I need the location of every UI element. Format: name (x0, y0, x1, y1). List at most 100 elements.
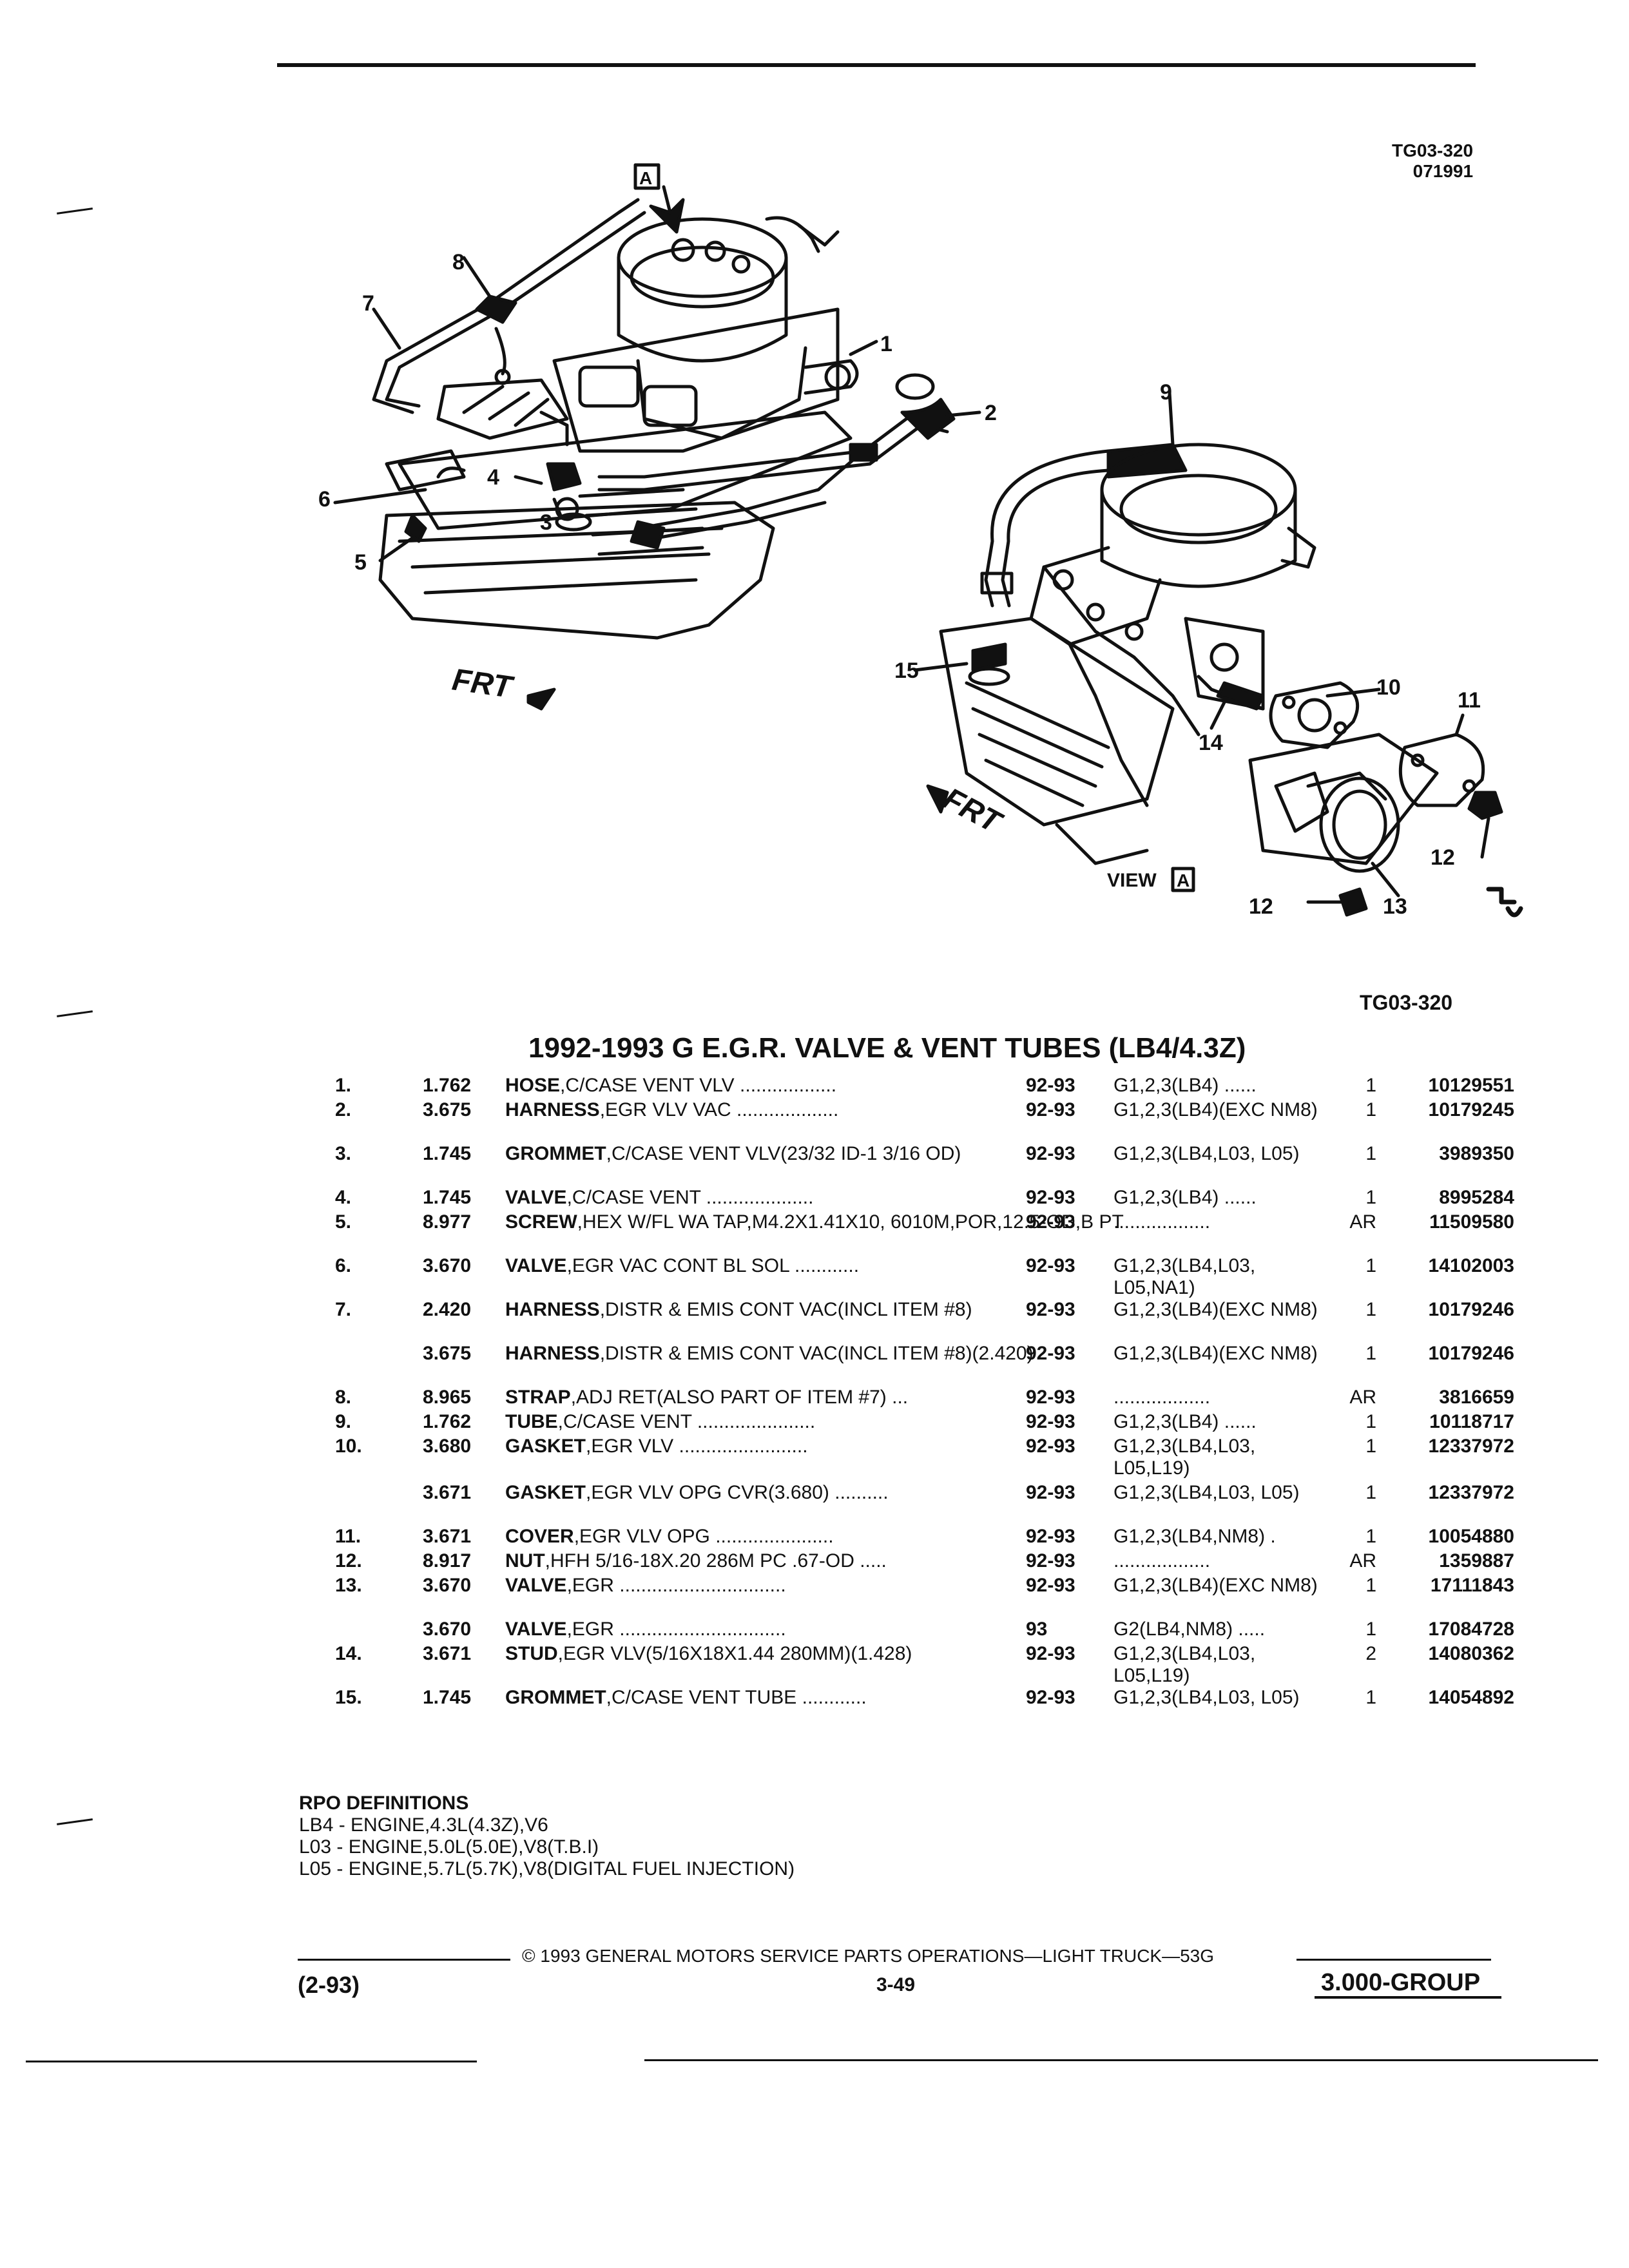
application: G1,2,3(LB4)(EXC NM8) (1113, 1343, 1318, 1364)
item-number: 11. (335, 1526, 361, 1547)
quantity: 1 (1365, 1343, 1376, 1364)
part-description: VALVE,C/CASE VENT .................... (505, 1187, 1156, 1209)
part-description: VALVE,EGR ..............................… (505, 1619, 1156, 1640)
model-years: 92-93 (1026, 1099, 1075, 1120)
item-number: 5. (335, 1211, 352, 1233)
rpo-definitions: RPO DEFINITIONS LB4 - ENGINE,4.3L(4.3Z),… (299, 1792, 795, 1880)
callout-15: 15 (894, 658, 919, 683)
exploded-view-illustration: 8 7 1 2 4 6 3 5 9 15 10 11 14 12 12 13 F… (318, 163, 1523, 919)
part-description: COVER,EGR VLV OPG ...................... (505, 1526, 1156, 1548)
quantity: 1 (1365, 1075, 1376, 1096)
part-number: 17111843 (1430, 1575, 1514, 1596)
part-description: GROMMET,C/CASE VENT TUBE ............ (505, 1687, 1156, 1709)
leader-dots: .......... (829, 1482, 889, 1503)
top-rule (277, 63, 1476, 67)
part-name: COVER (505, 1526, 574, 1547)
application: G1,2,3(LB4) ...... (1113, 1187, 1257, 1208)
group-number: 1.762 (423, 1411, 472, 1432)
application: G1,2,3(LB4,NM8) . (1113, 1526, 1276, 1547)
part-number: 1359887 (1439, 1550, 1514, 1571)
application: .................. (1113, 1550, 1211, 1571)
table-row: 15. 1.745 GROMMET,C/CASE VENT TUBE .......… (335, 1687, 1514, 1731)
callout-11: 11 (1458, 688, 1481, 713)
quantity: 1 (1365, 1575, 1376, 1596)
part-detail: ,HEX W/FL WA TAP,M4.2X1.41X10, 6010M,POR… (577, 1211, 1124, 1233)
application: G1,2,3(LB4,L03, L05,NA1) (1113, 1255, 1256, 1298)
leader-dots: ... (886, 1387, 909, 1408)
group-number: 1.745 (423, 1687, 472, 1708)
item-number: 12. (335, 1550, 362, 1571)
margin-mark (57, 1010, 93, 1017)
callout-14: 14 (1199, 731, 1223, 755)
part-description: VALVE,EGR VAC CONT BL SOL ............ (505, 1255, 1156, 1277)
callout-13: 13 (1383, 894, 1407, 919)
leader-dots: ................... (731, 1099, 839, 1120)
model-years: 92-93 (1026, 1643, 1075, 1664)
application: G1,2,3(LB4,L03, L05) (1113, 1687, 1300, 1708)
group-label: 3.000-GROUP (1321, 1969, 1481, 1996)
leader-dots: ........................ (673, 1436, 808, 1457)
application: G1,2,3(LB4)(EXC NM8) (1113, 1299, 1318, 1320)
application: .................. (1113, 1211, 1211, 1233)
group-number: 3.670 (423, 1575, 472, 1596)
part-number: 10129551 (1428, 1075, 1514, 1096)
group-number: 1.745 (423, 1187, 472, 1208)
part-number: 11509580 (1429, 1211, 1514, 1233)
part-description: TUBE,C/CASE VENT ...................... (505, 1411, 1156, 1433)
quantity: 1 (1365, 1482, 1376, 1503)
application: G1,2,3(LB4)(EXC NM8) (1113, 1099, 1318, 1120)
group-number: 8.965 (423, 1387, 472, 1408)
model-years: 92-93 (1026, 1211, 1075, 1233)
application: G1,2,3(LB4,L03, L05) (1113, 1143, 1300, 1164)
frt-label: FRT (938, 782, 1008, 841)
application: G1,2,3(LB4,L03, L05,L19) (1113, 1643, 1256, 1686)
part-name: VALVE (505, 1575, 567, 1596)
figure-code: TG03-320 071991 (1392, 140, 1474, 181)
quantity: 1 (1365, 1687, 1376, 1708)
rpo-line: L05 - ENGINE,5.7L(5.7K),V8(DIGITAL FUEL … (299, 1858, 795, 1879)
model-years: 92-93 (1026, 1436, 1075, 1457)
leader-dots: ............................... (613, 1619, 786, 1640)
quantity: 1 (1365, 1619, 1376, 1640)
footer-date: (2-93) (298, 1972, 360, 1998)
model-years: 92-93 (1026, 1575, 1075, 1596)
footer-rule-bottom (1315, 1996, 1501, 1999)
bottom-scan-line (26, 2061, 477, 2062)
leader-dots: ............................... (613, 1575, 786, 1596)
group-number: 3.675 (423, 1343, 472, 1364)
leader-dots: ............ (796, 1687, 867, 1708)
callout-7: 7 (362, 291, 374, 316)
model-years: 92-93 (1026, 1299, 1075, 1320)
part-detail: ,EGR VLV OPG (574, 1526, 710, 1547)
item-number: 15. (335, 1687, 362, 1708)
part-detail: ,C/CASE VENT TUBE (606, 1687, 797, 1708)
part-detail: ,EGR VLV VAC (599, 1099, 731, 1120)
quantity: AR (1349, 1211, 1376, 1233)
quantity: AR (1349, 1550, 1376, 1571)
part-number: 10118717 (1429, 1411, 1514, 1432)
callout-5: 5 (354, 550, 367, 575)
callout-3: 3 (540, 510, 552, 535)
application: G2(LB4,NM8) ..... (1113, 1619, 1266, 1640)
footer-copyright: © 1993 GENERAL MOTORS SERVICE PARTS OPER… (522, 1946, 1215, 1966)
part-name: GROMMET (505, 1687, 606, 1708)
callout-10: 10 (1376, 675, 1401, 700)
item-number: 7. (335, 1299, 352, 1320)
model-years: 92-93 (1026, 1687, 1075, 1708)
model-years: 92-93 (1026, 1387, 1075, 1408)
view-label: VIEW (1107, 870, 1157, 891)
item-number: 2. (335, 1099, 352, 1120)
part-number: 10179246 (1428, 1299, 1514, 1320)
part-name: VALVE (505, 1187, 567, 1208)
part-number: 14102003 (1428, 1255, 1514, 1276)
